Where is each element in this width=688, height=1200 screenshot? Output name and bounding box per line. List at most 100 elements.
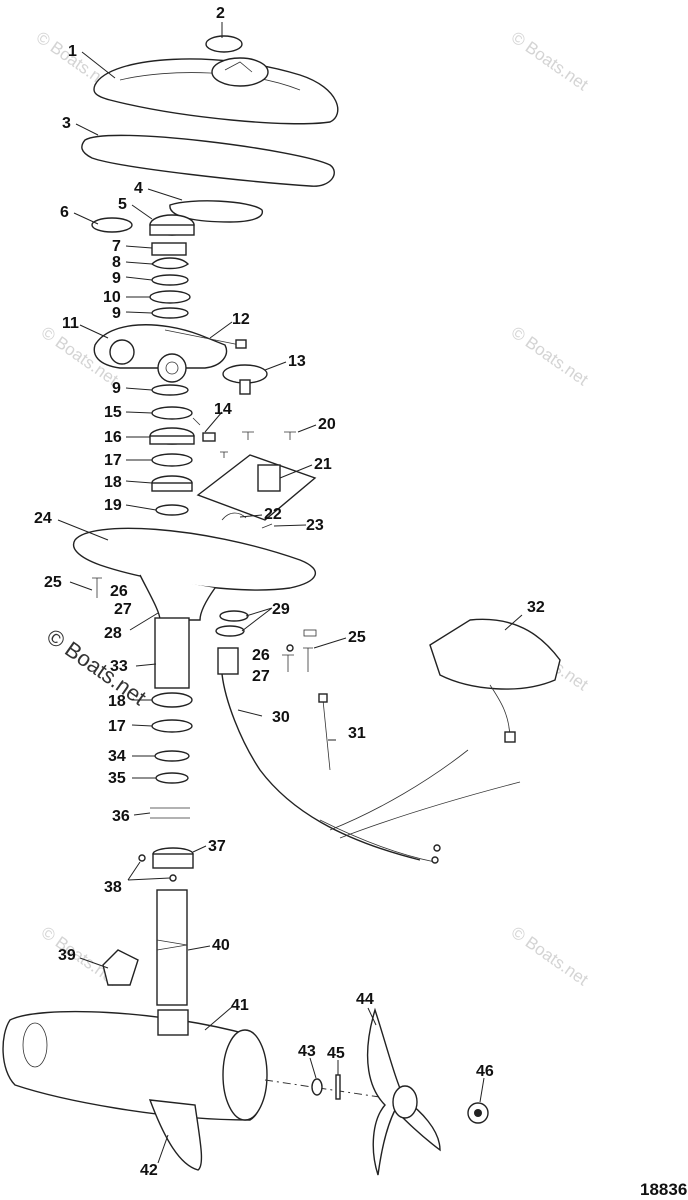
watermark-2: © Boats.net xyxy=(508,28,592,95)
callout-19: 19 xyxy=(104,497,122,514)
leader-14 xyxy=(204,411,223,433)
top-cover-knob xyxy=(211,57,269,87)
leader-25a xyxy=(69,581,93,591)
leader-19 xyxy=(125,504,157,511)
cable-lead-a xyxy=(329,749,469,831)
leader-3 xyxy=(75,123,99,136)
callout-17b: 17 xyxy=(108,718,126,735)
spring xyxy=(202,432,216,442)
screw-27 xyxy=(282,654,294,672)
callout-5: 5 xyxy=(118,196,127,213)
leader-44 xyxy=(367,1007,377,1026)
leader-17b xyxy=(131,724,153,727)
callout-34: 34 xyxy=(108,748,126,765)
prop-nut-center xyxy=(474,1109,482,1117)
washer-c xyxy=(151,384,189,396)
callout-22: 22 xyxy=(264,506,282,523)
callout-23: 23 xyxy=(306,517,324,534)
callout-9b: 9 xyxy=(112,305,121,322)
callout-45: 45 xyxy=(327,1045,345,1062)
part-drawings xyxy=(2,35,561,1176)
callout-32: 32 xyxy=(527,599,545,616)
retaining-rings xyxy=(150,807,190,819)
screw-a xyxy=(242,431,254,440)
gear-body xyxy=(149,224,195,236)
composite-shaft xyxy=(156,889,188,1006)
leader-24 xyxy=(57,519,109,541)
callout-6: 6 xyxy=(60,204,69,221)
callout-31: 31 xyxy=(348,725,366,742)
bracket-25 xyxy=(303,629,317,637)
callout-14: 14 xyxy=(214,401,232,418)
thrust-bearing xyxy=(151,453,193,467)
nut xyxy=(151,242,187,256)
leader-8 xyxy=(125,261,153,265)
propeller-hub xyxy=(392,1085,418,1119)
callout-26: 26 xyxy=(110,583,128,600)
leader-43 xyxy=(309,1057,317,1079)
lower-bushing xyxy=(151,692,193,708)
callout-35: 35 xyxy=(108,770,126,787)
cable-lead-b xyxy=(339,781,521,839)
screw-c xyxy=(220,451,228,458)
callout-26b: 26 xyxy=(252,647,270,664)
lower-bearing xyxy=(151,719,193,733)
set-screw-b xyxy=(169,874,177,882)
callout-8: 8 xyxy=(112,254,121,271)
o-ring-29b xyxy=(215,625,245,637)
ring-terminal-a xyxy=(431,856,439,864)
leader-25b xyxy=(313,637,347,649)
top-cover xyxy=(93,58,339,125)
callout-17: 17 xyxy=(104,452,122,469)
callout-20: 20 xyxy=(318,416,336,433)
callout-33: 33 xyxy=(110,658,128,675)
lower-housing xyxy=(73,527,317,591)
washer-26 xyxy=(286,644,294,652)
screw-left-25 xyxy=(92,577,102,598)
callout-7: 7 xyxy=(112,238,121,255)
screw-b xyxy=(284,431,296,440)
leader-6 xyxy=(73,212,99,225)
callout-44: 44 xyxy=(356,991,374,1008)
leader-9c xyxy=(125,387,153,391)
callout-labels: 1 2 3 4 5 6 7 8 9 10 9 11 12 13 9 14 15 … xyxy=(34,5,545,1179)
callout-43: 43 xyxy=(298,1043,316,1060)
sensor-cable xyxy=(164,329,241,346)
callout-15: 15 xyxy=(104,404,122,421)
prop-washer xyxy=(311,1078,323,1096)
leader-39 xyxy=(79,957,109,969)
dial-shaft xyxy=(239,379,251,395)
drive-pulley-hub xyxy=(165,361,179,375)
callout-11: 11 xyxy=(62,315,79,332)
callout-36: 36 xyxy=(112,808,130,825)
o-ring xyxy=(155,504,189,516)
bearing-race xyxy=(151,406,193,420)
leader-40 xyxy=(187,945,211,951)
sensor-connector xyxy=(235,339,247,349)
drive-pin xyxy=(335,1074,341,1100)
callout-16: 16 xyxy=(104,429,122,446)
callout-41: 41 xyxy=(231,997,249,1014)
decal xyxy=(205,35,243,53)
callout-3: 3 xyxy=(62,115,71,132)
callout-25b: 25 xyxy=(348,629,366,646)
callout-29: 29 xyxy=(272,601,290,618)
callout-42: 42 xyxy=(140,1162,158,1179)
callout-25: 25 xyxy=(44,574,62,591)
drive-pulley xyxy=(157,353,187,383)
washer-a xyxy=(151,274,189,286)
cable-tie-head xyxy=(318,693,328,703)
leader-42 xyxy=(157,1134,169,1164)
watermark-7: © Boats.net xyxy=(508,923,592,990)
bushing-body xyxy=(151,482,193,492)
washer-34 xyxy=(154,750,190,762)
collar-body xyxy=(152,853,194,869)
leader-21 xyxy=(279,464,313,479)
strain-relief xyxy=(217,647,239,675)
callout-30: 30 xyxy=(272,709,290,726)
leader-11 xyxy=(79,324,109,339)
leader-12 xyxy=(209,321,233,339)
leader-36 xyxy=(133,812,151,816)
callout-12: 12 xyxy=(232,311,250,328)
